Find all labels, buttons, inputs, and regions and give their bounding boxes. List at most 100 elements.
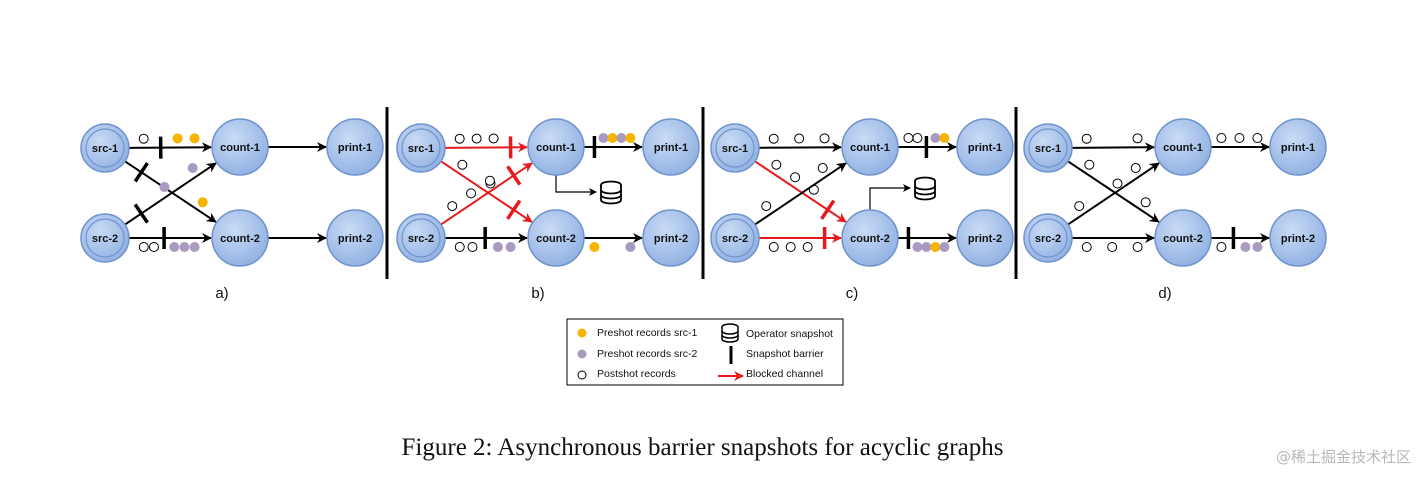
preshot-src2-record-icon bbox=[179, 242, 190, 252]
channel-src2-to-count1 bbox=[124, 162, 217, 226]
node-label: count-1 bbox=[1163, 142, 1203, 154]
node-label: print-1 bbox=[338, 142, 372, 154]
preshot-src2-record-icon bbox=[921, 242, 932, 252]
postshot-record-icon bbox=[768, 242, 779, 252]
snapshot-link bbox=[555, 175, 597, 196]
node-label: print-1 bbox=[654, 142, 688, 154]
blocked-channel-src1-to-count2 bbox=[754, 160, 847, 223]
node-label: src-1 bbox=[1035, 143, 1061, 155]
postshot-record-icon bbox=[447, 201, 458, 212]
channel-src1-to-count2 bbox=[124, 160, 217, 223]
preshot-src2-record-icon bbox=[625, 242, 636, 252]
postshot-record-icon bbox=[1132, 133, 1143, 144]
node-count-2: count-2 bbox=[211, 209, 269, 267]
preshot-src2-record-icon bbox=[616, 133, 627, 143]
postshot-record-icon bbox=[471, 133, 482, 144]
blocked-channel-src1-to-count2 bbox=[440, 160, 533, 223]
channel-src2-to-count1 bbox=[754, 162, 847, 226]
node-label: count-1 bbox=[220, 142, 260, 154]
node-print-1: print-1 bbox=[642, 118, 700, 176]
postshot-record-icon bbox=[466, 188, 477, 199]
node-label: print-1 bbox=[1281, 142, 1315, 154]
postshot-record-icon bbox=[148, 242, 159, 252]
preshot-src2-record-icon bbox=[1240, 242, 1251, 252]
preshot-src2-record-icon bbox=[159, 182, 170, 193]
preshot-src2-record-icon bbox=[169, 242, 180, 252]
preshot-src1-record-icon bbox=[172, 133, 183, 144]
node-src-2: src-2 bbox=[396, 213, 446, 263]
snapshot-barrier-icon bbox=[506, 165, 522, 186]
postshot-record-icon bbox=[768, 133, 779, 144]
panel-label: c) bbox=[846, 285, 859, 302]
node-label: count-2 bbox=[1163, 233, 1203, 245]
preshot-src2-record-icon bbox=[598, 133, 609, 143]
legend-label: Preshot records src-2 bbox=[597, 348, 698, 360]
node-count-2: count-2 bbox=[1154, 209, 1212, 267]
preshot-src1-record-icon bbox=[197, 197, 208, 208]
node-src-2: src-2 bbox=[80, 213, 130, 263]
node-count-2: count-2 bbox=[527, 209, 585, 267]
preshot-src1-record-icon bbox=[607, 133, 618, 143]
legend-label: Postshot records bbox=[597, 368, 676, 380]
node-count-1: count-1 bbox=[841, 118, 899, 176]
node-label: print-2 bbox=[654, 233, 688, 245]
postshot-record-icon bbox=[467, 242, 478, 252]
blocked-channel-src1-to-count1 bbox=[444, 142, 529, 153]
preshot-src2-record-icon bbox=[939, 242, 950, 252]
node-src-2: src-2 bbox=[710, 213, 760, 263]
node-count-1: count-1 bbox=[527, 118, 585, 176]
node-print-2: print-2 bbox=[642, 209, 700, 267]
postshot-record-icon bbox=[790, 172, 801, 183]
node-label: print-2 bbox=[968, 233, 1002, 245]
snapshot-barrier-icon bbox=[506, 199, 522, 220]
database-icon bbox=[721, 323, 739, 343]
snapshot-link bbox=[869, 184, 911, 210]
postshot-record-icon bbox=[454, 242, 465, 252]
database-icon bbox=[600, 180, 622, 205]
node-label: src-1 bbox=[92, 143, 118, 155]
postshot-record-icon bbox=[761, 201, 772, 212]
preshot-src2-record-icon bbox=[1252, 242, 1263, 252]
panel-label: a) bbox=[215, 285, 228, 302]
preshot-src2-record-icon bbox=[930, 133, 941, 143]
node-label: src-2 bbox=[1035, 233, 1061, 245]
node-label: count-1 bbox=[850, 142, 890, 154]
node-count-1: count-1 bbox=[1154, 118, 1212, 176]
preshot-src2-dot-icon bbox=[577, 349, 587, 359]
postshot-record-icon bbox=[1081, 242, 1092, 252]
postshot-record-icon bbox=[1130, 163, 1141, 174]
panel-label: d) bbox=[1158, 285, 1171, 302]
postshot-record-icon bbox=[1107, 242, 1118, 252]
channel-src1-to-count1 bbox=[128, 142, 213, 153]
node-label: src-2 bbox=[408, 233, 434, 245]
panel-b: src-1 src-2 count-1 count-2 print-1 print-2 b) bbox=[396, 118, 700, 302]
postshot-record-icon bbox=[457, 159, 468, 170]
postshot-record-icon bbox=[817, 163, 828, 174]
legend: Preshot records src-1 Preshot records sr… bbox=[566, 318, 844, 386]
node-src-1: src-1 bbox=[1023, 123, 1073, 173]
node-src-1: src-1 bbox=[710, 123, 760, 173]
postshot-record-icon bbox=[1084, 159, 1095, 170]
legend-label: Blocked channel bbox=[746, 368, 823, 380]
postshot-record-icon bbox=[794, 133, 805, 144]
channel-src1-to-count1 bbox=[1071, 142, 1156, 153]
postshot-record-icon bbox=[488, 133, 499, 144]
node-print-1: print-1 bbox=[326, 118, 384, 176]
postshot-record-icon bbox=[802, 242, 813, 252]
preshot-src1-record-icon bbox=[189, 133, 200, 144]
postshot-record-icon bbox=[1081, 133, 1092, 144]
postshot-record-icon bbox=[771, 159, 782, 170]
postshot-record-icon bbox=[1074, 201, 1085, 212]
node-print-1: print-1 bbox=[956, 118, 1014, 176]
watermark: @稀土掘金技术社区 bbox=[1275, 448, 1411, 466]
postshot-record-icon bbox=[1252, 133, 1263, 143]
node-label: count-1 bbox=[536, 142, 576, 154]
preshot-src1-record-icon bbox=[930, 242, 941, 252]
node-label: src-1 bbox=[408, 143, 434, 155]
preshot-src2-record-icon bbox=[189, 242, 200, 252]
figure-caption: Figure 2: Asynchronous barrier snapshots… bbox=[401, 434, 1004, 461]
postshot-record-icon bbox=[1140, 197, 1151, 208]
legend-box bbox=[566, 318, 844, 386]
panel-label: b) bbox=[531, 285, 544, 302]
